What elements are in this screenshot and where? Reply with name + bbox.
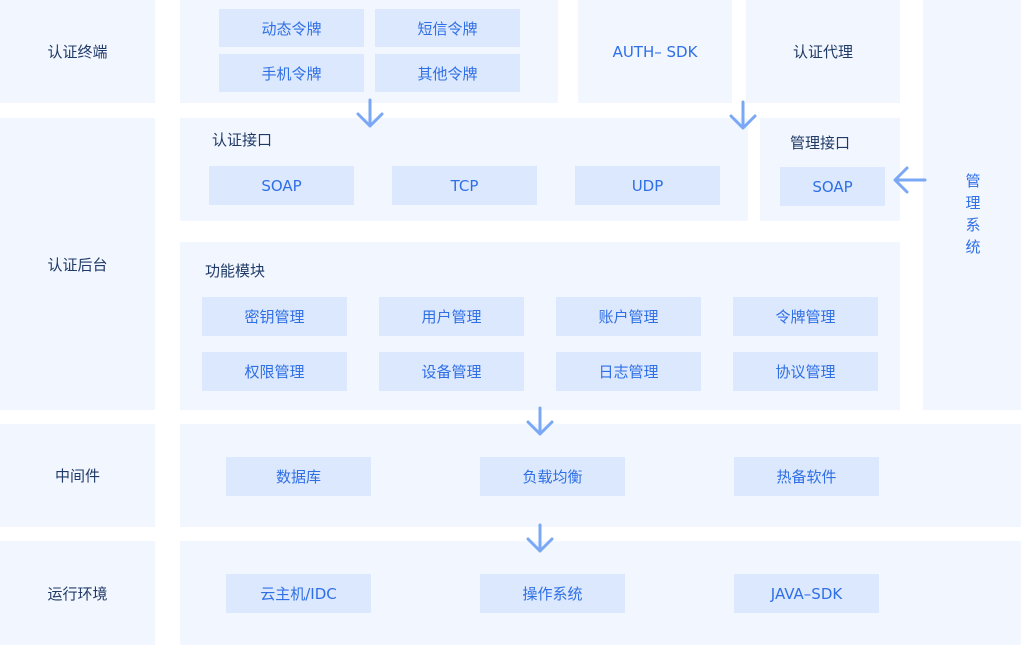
mgmt-system-label: 管 理 系 统: [963, 170, 983, 258]
auth-interface-title: 认证接口: [212, 131, 273, 149]
mgmt-system-char: 统: [965, 238, 981, 256]
mgmt-system-panel: [923, 0, 1021, 410]
middleware-database: 数据库: [226, 457, 371, 496]
token-sms: 短信令牌: [375, 9, 520, 47]
arrow-down-icon: [525, 523, 555, 555]
arrow-down-icon: [525, 406, 555, 438]
layer-label: 认证终端: [47, 43, 108, 61]
runtime-cloud-host: 云主机/IDC: [226, 574, 371, 613]
layer-runtime: 运行环境: [0, 541, 155, 645]
token-dynamic: 动态令牌: [219, 9, 364, 47]
mgmt-interface-title: 管理接口: [790, 134, 851, 152]
module-key-mgmt: 密钥管理: [202, 297, 347, 336]
arrow-left-icon: [891, 165, 927, 195]
layer-label: 中间件: [54, 467, 100, 485]
layer-auth-backend: 认证后台: [0, 118, 155, 410]
layer-middleware: 中间件: [0, 424, 155, 527]
middleware-load-balancer: 负载均衡: [480, 457, 625, 496]
layer-label: 认证后台: [47, 255, 108, 274]
module-user-mgmt: 用户管理: [379, 297, 524, 336]
runtime-java-sdk: JAVA–SDK: [734, 574, 879, 613]
module-log-mgmt: 日志管理: [556, 352, 701, 391]
mgmt-system-char: 理: [965, 194, 981, 212]
auth-proxy-label: 认证代理: [792, 43, 853, 61]
runtime-os: 操作系统: [480, 574, 625, 613]
auth-proxy-box: 认证代理: [746, 0, 900, 103]
module-protocol-mgmt: 协议管理: [733, 352, 878, 391]
layer-label: 运行环境: [47, 584, 108, 603]
arrow-down-icon: [355, 98, 385, 130]
middleware-hot-standby: 热备软件: [734, 457, 879, 496]
mgmt-system-char: 管: [965, 172, 981, 190]
module-account-mgmt: 账户管理: [556, 297, 701, 336]
module-permission-mgmt: 权限管理: [202, 352, 347, 391]
mgmt-system-char: 系: [965, 216, 981, 234]
auth-sdk-label: AUTH– SDK: [612, 42, 698, 61]
module-token-mgmt: 令牌管理: [733, 297, 878, 336]
token-other: 其他令牌: [375, 54, 520, 92]
protocol-tcp: TCP: [392, 166, 537, 205]
mgmt-protocol-soap: SOAP: [780, 167, 885, 206]
protocol-soap: SOAP: [209, 166, 354, 205]
protocol-udp: UDP: [575, 166, 720, 205]
token-mobile: 手机令牌: [219, 54, 364, 92]
arrow-down-icon: [728, 100, 758, 132]
layer-auth-terminal: 认证终端: [0, 0, 155, 103]
modules-title: 功能模块: [205, 262, 266, 280]
module-device-mgmt: 设备管理: [379, 352, 524, 391]
auth-sdk-box: AUTH– SDK: [578, 0, 732, 103]
